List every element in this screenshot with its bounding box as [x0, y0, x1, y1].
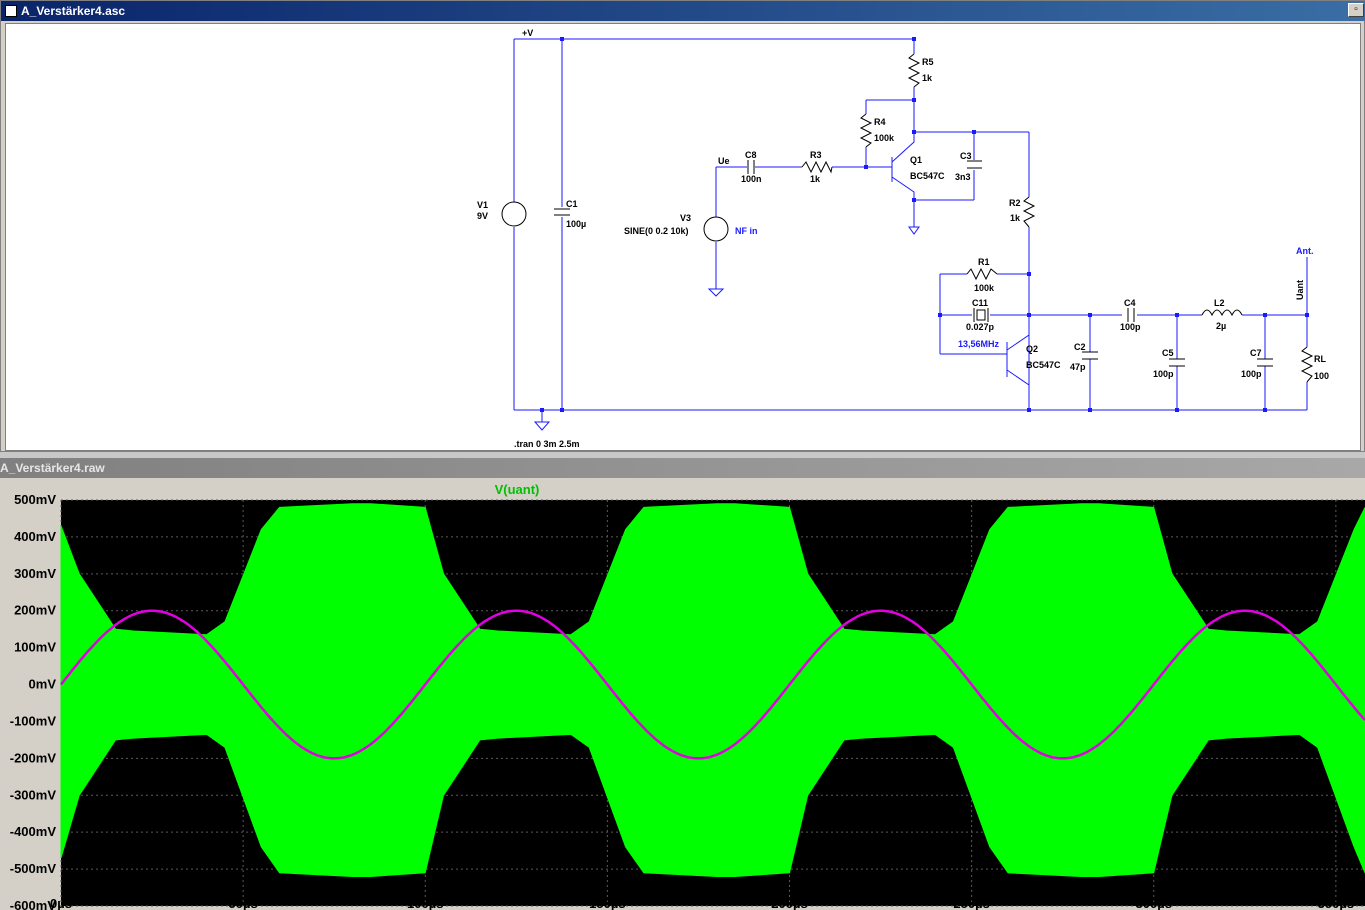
rl-ref: RL: [1314, 354, 1326, 364]
c7-value: 100p: [1241, 369, 1262, 379]
y-tick-label: 400mV: [14, 529, 56, 544]
y-tick-label: 300mV: [14, 566, 56, 581]
y-tick-label: 100mV: [14, 640, 56, 655]
q2-value: BC547C: [1026, 360, 1061, 370]
x-axis-ticks: 0µs 50µs 100µs 150µs 200µs 250µs 300µs 350µs: [50, 896, 1354, 910]
x-tick-label: 100µs: [407, 896, 443, 910]
y-tick-label: -300mV: [10, 787, 57, 802]
rl-value: 100: [1314, 371, 1329, 381]
y-axis-ticks: 500mV 400mV 300mV 200mV 100mV 0mV -100mV -200mV…: [10, 492, 57, 910]
y-tick-label: 500mV: [14, 492, 56, 507]
r5-ref: R5: [922, 57, 934, 67]
net-label-uant: Uant: [1295, 280, 1305, 300]
c3-ref: C3: [960, 151, 972, 161]
r5-value: 1k: [922, 73, 933, 83]
c11-note: 13,56MHz: [958, 339, 1000, 349]
q1-value: BC547C: [910, 171, 945, 181]
waveform-plot[interactable]: 500mV 400mV 300mV 200mV 100mV 0mV -100mV -200mV…: [0, 478, 1365, 910]
r3-value: 1k: [810, 174, 821, 184]
r3-ref: R3: [810, 150, 822, 160]
y-tick-label: -500mV: [10, 861, 57, 876]
r2-value: 1k: [1010, 213, 1021, 223]
schematic-window: A_Verstärker4.asc ▫: [0, 0, 1365, 452]
q2-ref: Q2: [1026, 344, 1038, 354]
r2-ref: R2: [1009, 198, 1021, 208]
v1-ref: V1: [477, 200, 488, 210]
c11-ref: C11: [972, 298, 988, 308]
v1-value: 9V: [477, 211, 488, 221]
y-tick-label: -400mV: [10, 824, 57, 839]
x-tick-label: 250µs: [953, 896, 989, 910]
c8-value: 100n: [741, 174, 762, 184]
y-tick-label: -100mV: [10, 713, 57, 728]
r4-ref: R4: [874, 117, 886, 127]
restore-button[interactable]: ▫: [1348, 3, 1364, 17]
l2-ref: L2: [1214, 298, 1225, 308]
waveform-window: A_Verstärker4.raw 500mV 400mV 300mV 200mV 10…: [0, 458, 1365, 910]
x-tick-label: 350µs: [1318, 896, 1354, 910]
waveform-titlebar[interactable]: A_Verstärker4.raw: [0, 458, 1365, 490]
schematic-window-title: A_Verstärker4.asc: [21, 4, 126, 18]
x-tick-label: 0µs: [50, 896, 72, 910]
c1-value: 100µ: [566, 219, 586, 229]
trace-sine[interactable]: [60, 609, 1365, 760]
trace-label-uant[interactable]: V(uant): [495, 482, 540, 497]
x-tick-label: 150µs: [589, 896, 625, 910]
c2-ref: C2: [1074, 342, 1086, 352]
v3-ref: V3: [680, 213, 691, 223]
y-tick-label: -600mV: [10, 898, 57, 910]
c5-value: 100p: [1153, 369, 1174, 379]
schematic-titlebar[interactable]: A_Verstärker4.asc ▫: [1, 1, 1365, 21]
x-tick-label: 200µs: [771, 896, 807, 910]
c7-ref: C7: [1250, 348, 1262, 358]
c2-value: 47p: [1070, 362, 1086, 372]
y-tick-label: 0mV: [29, 677, 57, 692]
l2-value: 2µ: [1216, 321, 1226, 331]
net-label-ant: Ant.: [1296, 246, 1314, 256]
r4-value: 100k: [874, 133, 895, 143]
c4-value: 100p: [1120, 322, 1141, 332]
x-tick-label: 50µs: [229, 896, 258, 910]
c8-ref: C8: [745, 150, 757, 160]
y-tick-label: -200mV: [10, 750, 57, 765]
v3-note: NF in: [735, 226, 758, 236]
schematic-drawing: +V Ue Ant. Uant V1 9V C1 100µ V3 SINE(0 …: [477, 28, 1329, 449]
schematic-canvas[interactable]: +V Ue Ant. Uant V1 9V C1 100µ V3 SINE(0 …: [5, 23, 1361, 451]
y-tick-label: 200mV: [14, 603, 56, 618]
net-label-vplus: +V: [522, 28, 533, 38]
junction-dots: [540, 37, 1309, 412]
tran-directive: .tran 0 3m 2.5m: [514, 439, 580, 449]
q1-ref: Q1: [910, 155, 922, 165]
c11-value: 0.027p: [966, 322, 995, 332]
traces: [60, 503, 1365, 877]
trace-uant-envelope[interactable]: [60, 503, 1365, 877]
net-label-ue: Ue: [718, 156, 730, 166]
component-symbols: [501, 53, 1314, 383]
c3-value: 3n3: [955, 172, 971, 182]
r1-ref: R1: [978, 257, 990, 267]
c1-ref: C1: [566, 199, 578, 209]
c5-ref: C5: [1162, 348, 1174, 358]
r1-value: 100k: [974, 283, 995, 293]
x-tick-label: 300µs: [1136, 896, 1172, 910]
schematic-doc-icon: [5, 5, 17, 17]
v3-value: SINE(0 0.2 10k): [624, 226, 689, 236]
c4-ref: C4: [1124, 298, 1136, 308]
waveform-window-title: A_Verstärker4.raw: [0, 461, 105, 475]
